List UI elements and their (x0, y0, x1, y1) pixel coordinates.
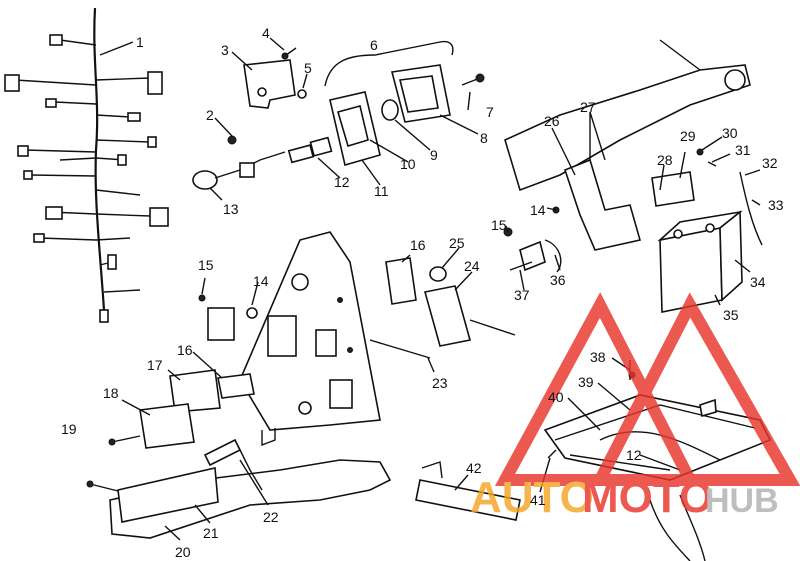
callout-label: 32 (762, 155, 778, 171)
callout-label: 2 (206, 107, 214, 123)
automotohub-watermark: AUTO MOTO HUB (470, 292, 800, 522)
callout-label: 39 (578, 374, 594, 390)
taillight-assembly (192, 40, 485, 190)
lower-frame-assembly (415, 360, 772, 561)
callout-label: 40 (548, 389, 564, 405)
callout-label: 31 (735, 142, 751, 158)
callout-label: 8 (480, 130, 488, 146)
callout-label: 29 (680, 128, 696, 144)
callout-label: 17 (147, 357, 163, 373)
watermark-text-moto: MOTO (582, 473, 713, 522)
callout-label: 34 (750, 274, 766, 290)
callout-label: 37 (514, 287, 530, 303)
callout-label: 12 (334, 174, 350, 190)
callout-label: 36 (550, 272, 566, 288)
callout-label: 22 (263, 509, 279, 525)
callout-label: 4 (262, 25, 270, 41)
callout-label: 14 (253, 273, 269, 289)
callout-labels: 1 2 3 4 5 6 7 8 9 10 11 12 13 14 15 16 1… (61, 25, 784, 560)
callout-label: 33 (768, 197, 784, 213)
callout-label: 35 (723, 307, 739, 323)
callout-label: 16 (410, 237, 426, 253)
callout-label: 18 (103, 385, 119, 401)
callout-label: 23 (432, 375, 448, 391)
callout-label: 12 (626, 447, 642, 463)
callout-label: 21 (203, 525, 219, 541)
callout-label: 27 (580, 99, 596, 115)
callout-label: 42 (466, 460, 482, 476)
callout-label: 38 (590, 349, 606, 365)
callout-label: 5 (304, 60, 312, 76)
watermark-text-hub: HUB (705, 482, 779, 520)
callout-label: 13 (223, 201, 239, 217)
callout-label: 9 (430, 147, 438, 163)
watermark-text-auto: AUTO (470, 473, 594, 522)
callout-label: 41 (530, 492, 546, 508)
callout-label: 15 (491, 217, 507, 233)
callout-label: 7 (486, 104, 494, 120)
frame-battery-assembly (503, 39, 763, 313)
callout-label: 10 (400, 156, 416, 172)
callout-label: 28 (657, 152, 673, 168)
wiring-harness (4, 7, 169, 323)
callout-label: 24 (464, 258, 480, 274)
callout-label: 1 (136, 34, 144, 50)
callout-label: 19 (61, 421, 77, 437)
mounting-panel (86, 231, 516, 539)
callout-label: 16 (177, 342, 193, 358)
callout-label: 6 (370, 37, 378, 53)
callout-label: 11 (374, 183, 389, 199)
callout-label: 20 (175, 544, 191, 560)
callout-label: 3 (221, 42, 229, 58)
callout-label: 26 (544, 113, 560, 129)
callout-label: 30 (722, 125, 738, 141)
callout-label: 14 (530, 202, 546, 218)
callout-label: 15 (198, 257, 214, 273)
callout-label: 25 (449, 235, 465, 251)
